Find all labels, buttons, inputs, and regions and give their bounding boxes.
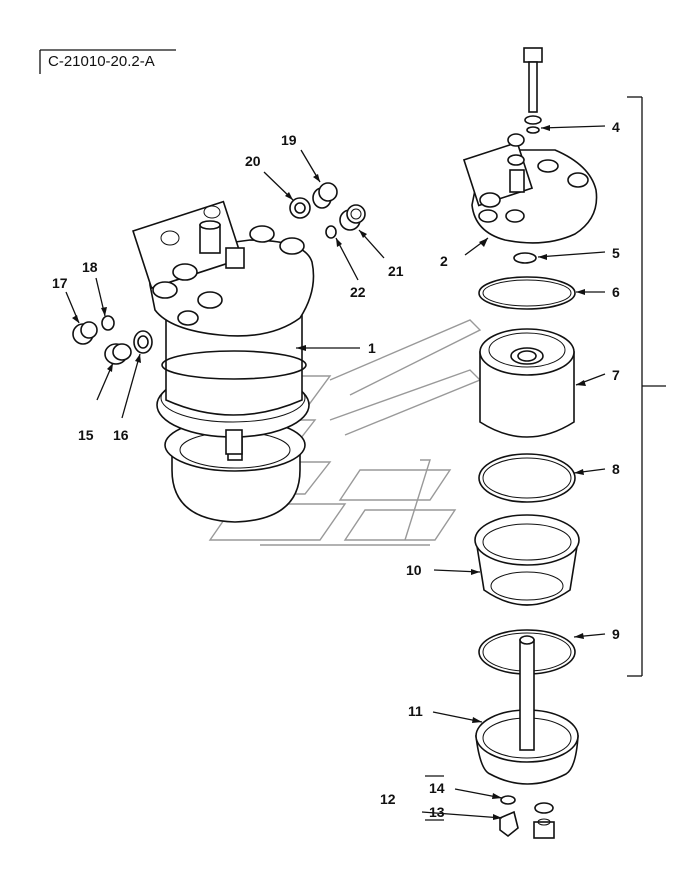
washer-part-16 [133, 330, 153, 354]
bowl-part-10 [474, 514, 580, 606]
code-box-frame [39, 49, 176, 74]
drain-plug-part-13 [499, 810, 519, 838]
callout-11: 11 [408, 703, 423, 719]
callout-17: 17 [52, 275, 68, 291]
filter-head-part-2 [462, 133, 598, 244]
callout-12: 12 [380, 791, 396, 807]
drain-washer-nut [533, 802, 555, 839]
filter-cartridge-part-7 [479, 328, 575, 438]
callout-19: 19 [281, 132, 297, 148]
o-ring-part-14 [500, 795, 516, 805]
base-part-11 [475, 635, 579, 785]
callout-21: 21 [388, 263, 404, 279]
callout-2: 2 [440, 253, 448, 269]
callout-4: 4 [612, 119, 620, 135]
callout-5: 5 [612, 245, 620, 261]
callout-group-marks [425, 775, 444, 821]
callout-7: 7 [612, 367, 620, 383]
seal-ring-part-6 [478, 276, 576, 310]
seal-part-18 [101, 315, 115, 331]
callout-9: 9 [612, 626, 620, 642]
diagram-code-label: C-21010-20.2-A [48, 53, 155, 70]
callout-6: 6 [612, 284, 620, 300]
washer-part-20 [289, 197, 311, 219]
bolt [523, 47, 543, 113]
filter-assembly-part-1 [132, 200, 315, 523]
callout-10: 10 [406, 562, 422, 578]
o-ring-part-5 [513, 252, 537, 264]
plug-part-15 [104, 343, 132, 365]
fitting-part-21 [339, 204, 366, 231]
fitting-part-19 [312, 182, 338, 209]
callout-1: 1 [368, 340, 376, 356]
callout-18: 18 [82, 259, 98, 275]
callout-22: 22 [350, 284, 366, 300]
callout-20: 20 [245, 153, 261, 169]
callout-14: 14 [429, 780, 445, 796]
plug-part-17 [72, 321, 98, 345]
seal-ring-part-8 [478, 453, 576, 503]
group-bracket [627, 96, 666, 677]
callout-15: 15 [78, 427, 94, 443]
callout-13: 13 [429, 804, 445, 820]
seal-part-22 [325, 225, 337, 239]
washer-part-4 [524, 115, 542, 134]
callout-16: 16 [113, 427, 129, 443]
arrowheads [72, 125, 586, 820]
callout-8: 8 [612, 461, 620, 477]
